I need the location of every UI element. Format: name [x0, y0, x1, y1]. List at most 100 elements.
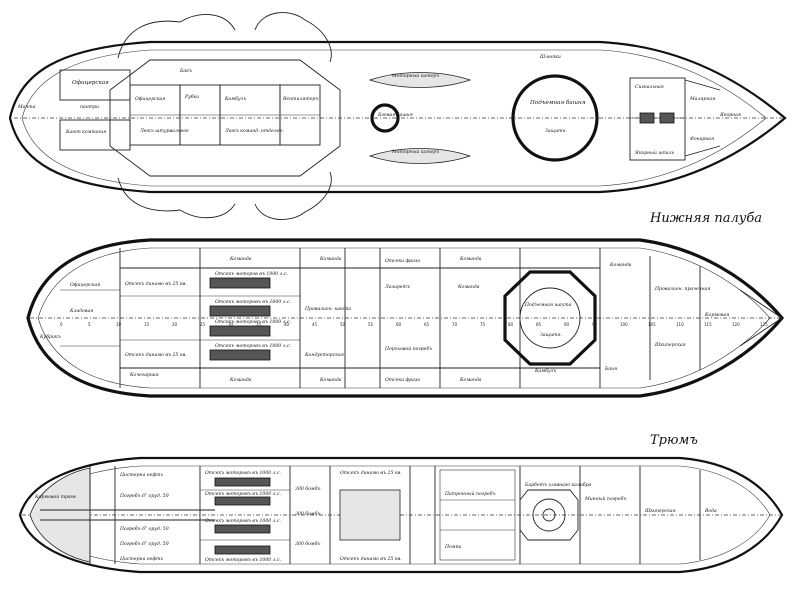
frame-number: 75	[480, 322, 486, 327]
label-bath: Баня	[604, 366, 617, 372]
hold-plan: Отсекъ моторовъ въ 1000 л.с. Отсекъ мото…	[18, 456, 784, 574]
frame-number: 30	[228, 322, 234, 327]
label-hold-engine-1: Отсекъ моторовъ въ 1000 л.с.	[205, 470, 282, 476]
label-engine-2: Отсекъ моторовъ въ 1000 л.с.	[215, 299, 292, 305]
label-fore-stores: Фонарная	[690, 136, 714, 142]
label-magazine-3: Погребъ 6" оруд. 50	[119, 540, 169, 547]
label-provisions: Провизион. каюта	[304, 306, 351, 312]
label-cable-tier: Патронный погребъ	[444, 490, 496, 497]
label-hold-engine-3: Отсекъ моторовъ въ 1000 л.с.	[205, 518, 282, 524]
frame-number: 35	[256, 322, 262, 327]
label-ventilator: Вентиляторъ	[282, 96, 319, 102]
label-turret-hoist-2: Защитн.	[540, 332, 563, 338]
frame-number: 55	[368, 322, 374, 327]
hold-hull	[18, 456, 784, 574]
label-galley: Камбузъ	[534, 367, 556, 374]
label-turret-base: Барбетъ главнаго калибра	[524, 481, 592, 488]
label-kitchen: Камбузъ	[224, 95, 246, 102]
label-magazine-1: Погребъ 6" оруд. 50	[119, 492, 169, 499]
rear-turret-barbette	[511, 74, 599, 162]
label-dynamo-1: Отсекъ динамо въ 25 кв.	[125, 281, 187, 287]
label-officers: Офицерская	[72, 79, 109, 86]
frame-number: 15	[144, 322, 150, 327]
label-deckhouse: Рубка	[184, 93, 199, 100]
label-signal: Сигнальная	[635, 84, 664, 90]
frame-number: 125	[760, 322, 768, 327]
label-hold-stores: Шкиперская	[644, 508, 676, 514]
label-fuel-1: Цистерна нефть	[120, 471, 163, 478]
label-stern-hatch: Якорная	[719, 112, 741, 118]
label-turret-hoist: Подъемная шахта	[524, 302, 572, 308]
label-apt-fraise: Отсеки фраза	[385, 257, 420, 264]
label-pump: Помпа	[444, 544, 462, 550]
label-officers-hatch: Кают компания	[65, 129, 106, 135]
label-hold-dynamo-2: Отсекъ динамо въ 25 кв.	[340, 556, 402, 562]
label-shells-2: 300 бомбъ	[295, 510, 320, 517]
label-mast: Мачта	[17, 104, 36, 110]
label-pantry: пантри	[80, 105, 99, 110]
label-crew-5: Команда	[229, 377, 252, 383]
frame-number: 105	[648, 322, 656, 327]
label-shells-3: 300 бомбъ	[295, 540, 320, 547]
label-crew-washroom: Кубрикъ	[39, 333, 61, 340]
frame-number: 85	[536, 322, 542, 327]
frame-number: 40	[284, 322, 290, 327]
superstructure-outline	[109, 59, 341, 177]
label-bridge: Бакъ	[179, 68, 192, 74]
label-shells-1: 300 бомбъ	[295, 485, 320, 492]
label-boats: Шлюпки	[539, 54, 561, 60]
label-turret-main: Боевая башня	[377, 111, 413, 118]
label-anchor: Якорный шпиль	[634, 150, 675, 156]
label-magazine-2: Погребъ 6" оруд. 50	[119, 525, 169, 532]
frame-number: 0	[60, 322, 63, 327]
motor-launch-top	[368, 72, 472, 88]
label-hatch-wheelroom: Люкъ штурвальное	[139, 128, 189, 134]
frame-number: 110	[676, 322, 684, 327]
upper-deck-plan: Офицерская пантри Кают компания Офицерск…	[8, 12, 787, 220]
frame-number: 80	[508, 322, 514, 327]
label-stern-lower: Кормовая	[704, 312, 729, 318]
label-fuel-2: Цистерна нефть	[120, 555, 163, 562]
label-bow-hatch: Провизион. прачечная	[654, 286, 710, 292]
label-sailor: Шкиперская	[654, 342, 686, 348]
label-stores: Кладовая	[69, 308, 93, 314]
frame-number: 25	[200, 322, 206, 327]
frame-number: 60	[396, 322, 402, 327]
lower-deck-plan: Команда Команда Команда Команда Команда …	[26, 238, 785, 398]
label-officers-lower: Офицерская	[70, 281, 100, 288]
label-hatch-commander: Люкъ команд. отделен.	[224, 128, 284, 134]
label-crew-3: Команда	[459, 256, 482, 262]
upper-deck-hull	[8, 40, 787, 194]
label-apt-fraise-2: Отсеки фраза	[385, 376, 420, 383]
frame-number: 65	[424, 322, 430, 327]
label-infirmary: Лазаретъ	[384, 284, 410, 290]
label-conductor: Кондукторская	[304, 352, 344, 358]
lower-deck-title: Нижняя палуба	[649, 211, 762, 226]
frame-number: 100	[620, 322, 628, 327]
label-bow: Малярная	[689, 96, 715, 102]
frame-number: 90	[564, 322, 570, 327]
label-water: Вода	[704, 508, 717, 514]
motor-launch-bottom	[368, 148, 472, 164]
label-stoker-mess: Кочегарная	[129, 372, 159, 378]
label-turret-rear-2: Защитн.	[545, 128, 568, 134]
frame-number: 70	[452, 322, 458, 327]
label-hold-engine-2: Отсекъ моторовъ въ 1000 л.с.	[205, 491, 282, 497]
label-turret-rear: Подъемная башня	[529, 99, 586, 106]
label-dynamo-2: Отсекъ динамо въ 25 кв.	[125, 352, 187, 358]
main-turret	[370, 103, 400, 133]
frame-number: 50	[340, 322, 346, 327]
label-crew-4: Команда	[609, 262, 632, 268]
label-crew-2: Команда	[319, 256, 342, 262]
label-aft-hold: Кормовой трюм	[34, 494, 76, 500]
label-engine-3: Отсекъ моторовъ въ 1000 л.с.	[215, 319, 292, 325]
label-motor-launch-2: Моторный катеръ	[391, 149, 439, 155]
label-powder-room: Пороховой погребъ	[384, 345, 432, 352]
frame-number: 120	[732, 322, 740, 327]
label-crew-7: Команда	[459, 377, 482, 383]
frame-number: 20	[172, 322, 178, 327]
label-motor-launch-1: Моторный катеръ	[391, 73, 439, 79]
label-hold-engine-4: Отсекъ моторовъ въ 1000 л.с.	[205, 557, 282, 563]
